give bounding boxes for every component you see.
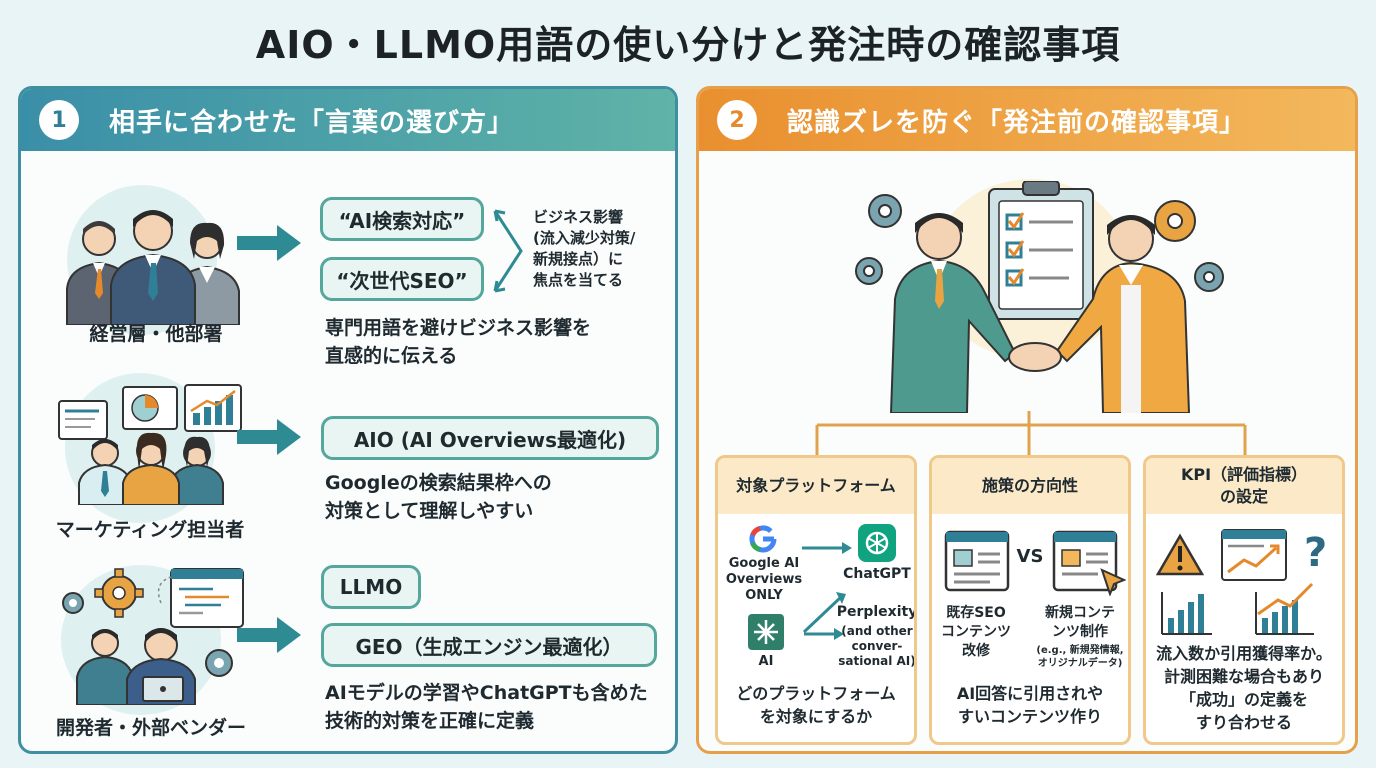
- direction-heading: 施策の方向性: [932, 458, 1128, 514]
- ai-icon: [748, 614, 784, 650]
- section2-title: 認識ズレを防ぐ「発注前の確認事項」: [787, 107, 1247, 138]
- direction-footer: AI回答に引用されや すいコンテンツ作り: [956, 684, 1104, 726]
- section2-header: 2 認識ズレを防ぐ「発注前の確認事項」: [699, 89, 1355, 151]
- executives-description: 専門用語を避けビジネス影響を 直感的に伝える: [325, 317, 592, 367]
- marketing-description: Googleの検索結果枠への 対策として理解しやすい: [325, 472, 552, 522]
- developers-arrow-icon: [237, 617, 301, 653]
- connector-lines: [815, 411, 1247, 457]
- new-content-note: (e.g., 新規発情報, オリジナルデータ): [1036, 645, 1124, 669]
- kpi-footer: 流入数か引用獲得率か。 計測困難な場合もあり 「成功」の定義を すり合わせる: [1156, 644, 1332, 732]
- chatgpt-icon: [858, 524, 896, 562]
- executives-audience-label: 経営層・他部署: [89, 323, 223, 345]
- platform-footer: どのプラットフォーム を対象にするか: [736, 684, 896, 726]
- term-llmo: LLMO: [321, 565, 421, 609]
- term-next-gen-seo: “次世代SEO”: [320, 257, 484, 301]
- developers-description: AIモデルの学習やChatGPTも含めた 技術的対策を正確に定義: [325, 682, 648, 732]
- executives-arrow-icon: [237, 225, 301, 261]
- term-ai-search: “AI検索対応”: [320, 197, 484, 241]
- term-geo: GEO（生成エンジン最適化）: [321, 623, 657, 667]
- existing-seo-label: 既存SEO コンテンツ 改修: [941, 605, 1011, 659]
- existing-content-icon: [944, 530, 1010, 592]
- card-target-platform: 対象プラットフォーム Google AI Overviews ONLY AI C: [715, 455, 917, 745]
- term-aio: AIO (AI Overviews最適化): [321, 416, 659, 460]
- card-strategy-direction: 施策の方向性 VS 既存SEO コンテンツ 改修 新規コンテ ンツ: [929, 455, 1131, 745]
- google-icon: [749, 525, 777, 553]
- section1-number: 1: [39, 100, 79, 140]
- developers-audience-label: 開発者・外部ベンダー: [55, 717, 246, 739]
- bracket-arrow-icon: [493, 209, 523, 293]
- panel-order-checklist: 2 認識ズレを防ぐ「発注前の確認事項」: [696, 86, 1358, 754]
- executives-note: ビジネス影響 (流入減少対策/ 新規接点）に 焦点を当てる: [533, 208, 636, 289]
- marketing-audience-label: マーケティング担当者: [55, 519, 245, 541]
- panel-word-choice: 1 相手に合わせた「言葉の選び方」 経営層・他部署 “AI検索対応” “次世代S…: [18, 86, 678, 754]
- marketing-arrow-icon: [237, 419, 301, 455]
- svg-text:?: ?: [1304, 530, 1327, 576]
- perplexity-note: (and other conver- sational AI): [838, 624, 916, 668]
- platform-arrows-icon: [802, 542, 852, 640]
- new-content-label: 新規コンテ ンツ制作: [1045, 605, 1115, 640]
- platform-heading: 対象プラットフォーム: [718, 458, 914, 514]
- handshake-illustration-icon: [855, 181, 1224, 413]
- page-title: AIO・LLMO用語の使い分けと発注時の確認事項: [255, 23, 1121, 67]
- executives-illustration-icon: [66, 210, 240, 325]
- developers-illustration-icon: [62, 568, 244, 705]
- section1-header: 1 相手に合わせた「言葉の選び方」: [21, 89, 675, 151]
- vs-label: VS: [1016, 546, 1044, 567]
- google-ai-label: Google AI Overviews ONLY: [725, 556, 803, 603]
- section1-title: 相手に合わせた「言葉の選び方」: [109, 107, 515, 138]
- perplexity-label: Perplexity: [836, 604, 917, 620]
- card-kpi-setting: KPI（評価指標） の設定 ?: [1143, 455, 1345, 745]
- kpi-heading: KPI（評価指標） の設定: [1146, 458, 1342, 514]
- section2-number: 2: [717, 100, 757, 140]
- new-content-icon: [1052, 530, 1126, 596]
- chatgpt-label: ChatGPT: [843, 566, 911, 582]
- ai-label: AI: [758, 654, 774, 669]
- marketing-illustration-icon: [58, 384, 242, 505]
- kpi-illustration-icon: ?: [1155, 529, 1327, 635]
